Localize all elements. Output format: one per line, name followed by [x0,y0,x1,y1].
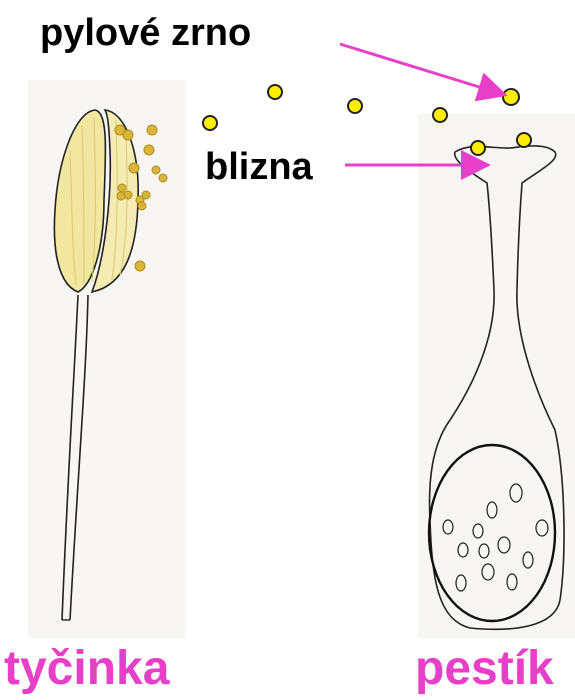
pollen-grain-label: pylové zrno [40,14,251,52]
pistil-drawing [429,146,564,629]
stamen-drawing [54,110,167,620]
ovules [443,484,548,591]
stigma-label: blizna [205,148,313,186]
pistil-label: pestík [415,645,554,693]
pollen-grain-arrow [340,44,502,94]
ovary [429,445,555,621]
pistil-outline [430,146,564,629]
pollen-grains [203,85,531,155]
stamen-label: tyčinka [4,645,169,693]
filament [62,295,88,620]
